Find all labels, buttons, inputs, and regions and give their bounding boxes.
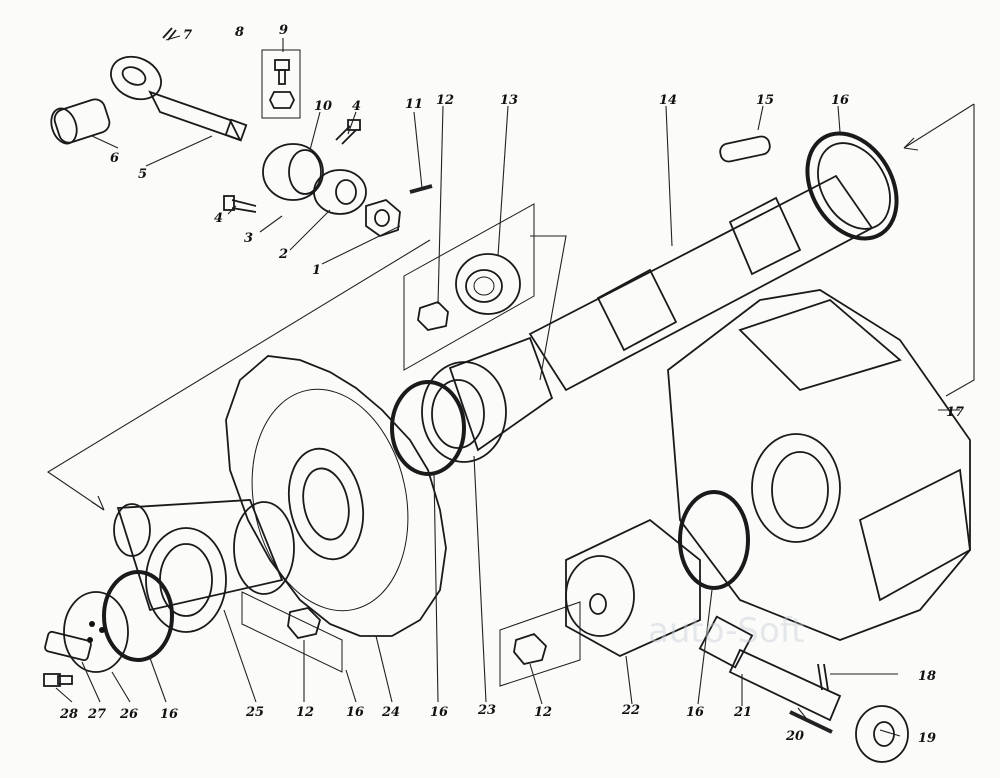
part-12-13-group: [403, 203, 535, 371]
callout-leaders: [55, 35, 960, 737]
callout-11: 11: [405, 97, 423, 112]
part-16-gasket-mid: [390, 380, 466, 476]
part-12-plug-left-group: [241, 591, 343, 673]
callout-6: 6: [110, 151, 119, 166]
part-12-plug-center-group: [499, 601, 581, 687]
callout-17: 17: [946, 405, 964, 420]
callout-10: 10: [314, 99, 332, 114]
assembly-arrows: [46, 103, 975, 511]
callout-22: 22: [621, 703, 640, 718]
part-26-cover-plate: [63, 591, 129, 673]
callout-4-left: 4: [214, 211, 223, 226]
callout-18: 18: [918, 669, 936, 684]
callout-23: 23: [477, 703, 496, 718]
callout-25: 25: [245, 705, 264, 720]
part-19-nut: [855, 705, 909, 763]
callout-19: 19: [918, 731, 936, 746]
callout-2: 2: [278, 247, 288, 262]
callout-labels: 7 8 9 10 4 11 12 13 14 15 16 6 5 4 3 2 1…: [59, 23, 964, 746]
callout-13: 13: [500, 93, 518, 108]
part-8-9-bolt-nut-group: [261, 49, 301, 119]
callout-12-left: 12: [296, 705, 314, 720]
callout-4-top: 4: [352, 99, 361, 114]
callout-16-top: 16: [831, 93, 849, 108]
callout-27: 27: [87, 707, 106, 722]
part-25-hub: [113, 499, 295, 633]
watermark-text: auto-Soft: [648, 611, 805, 651]
part-17-hub-housing: [667, 289, 971, 641]
callout-7: 7: [183, 28, 192, 43]
part-16-gasket-right: [678, 490, 750, 590]
part-5-eye-bolt: [110, 55, 248, 142]
part-10-collar: [262, 143, 324, 201]
part-15-key: [719, 135, 771, 163]
callout-14: 14: [659, 93, 677, 108]
callout-12-center: 12: [534, 705, 552, 720]
callout-3: 3: [244, 231, 253, 246]
callout-15: 15: [756, 93, 774, 108]
callout-20: 20: [785, 729, 804, 744]
callout-16-right: 16: [686, 705, 704, 720]
part-1-nut: [365, 198, 401, 237]
part-16-gasket-top: [805, 131, 899, 241]
part-27-lock-plate: [44, 630, 92, 662]
callout-21: 21: [733, 705, 752, 720]
part-18-cotter: [817, 663, 829, 691]
part-4-bolts: [223, 119, 361, 213]
part-23-bearing-housing: [421, 336, 554, 463]
callout-24: 24: [381, 705, 400, 720]
callout-5: 5: [138, 167, 147, 182]
part-21-adjusting-screw: [698, 615, 842, 722]
callout-16-sprocket: 16: [346, 705, 364, 720]
callout-16-left: 16: [160, 707, 178, 722]
callout-12-top: 12: [436, 93, 454, 108]
callout-1: 1: [312, 263, 321, 278]
part-16-gasket-left: [102, 570, 174, 662]
part-7-cotter-pin: [162, 27, 177, 41]
callout-16-mid: 16: [430, 705, 448, 720]
part-14-shaft: [528, 142, 891, 392]
part-28-bolt: [43, 673, 73, 687]
part-2-castle-nut: [313, 169, 367, 215]
callout-28: 28: [59, 707, 78, 722]
callout-9: 9: [279, 23, 288, 38]
part-22-bearing-cap: [565, 518, 701, 658]
callout-26: 26: [119, 707, 138, 722]
callout-8: 8: [235, 25, 244, 40]
part-24-sprocket: [225, 355, 447, 637]
part-11-key: [409, 184, 433, 194]
part-6-pin: [50, 98, 111, 145]
part-20-rod: [789, 710, 833, 734]
